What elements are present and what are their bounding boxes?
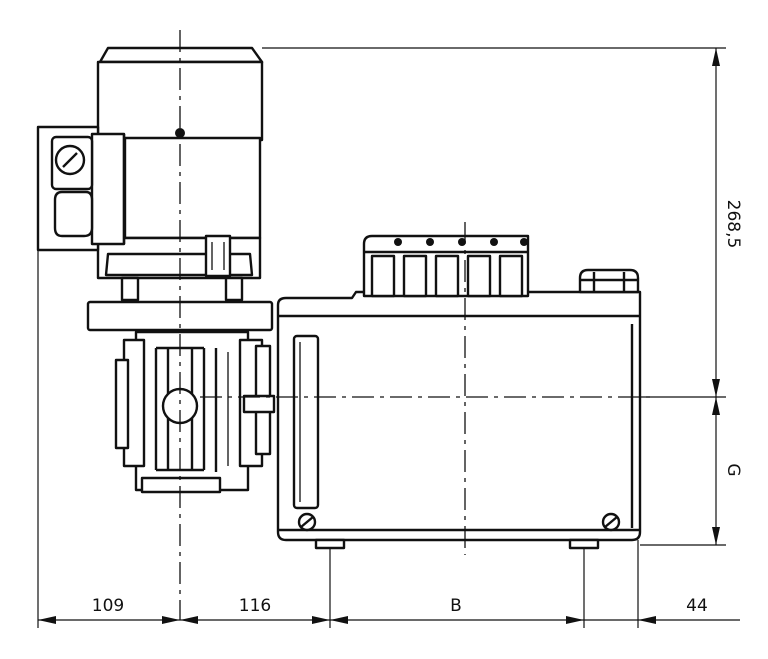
terminal-box [36, 125, 126, 252]
dimension-label-109: 109 [92, 596, 124, 616]
dimension-lines [37, 47, 740, 628]
filler-cap [578, 268, 640, 294]
gearbox [114, 330, 276, 494]
dimension-label-height: 268,5 [723, 200, 743, 249]
dimension-label-b: B [450, 596, 462, 616]
valve-block [362, 234, 530, 298]
dimension-label-116: 116 [239, 596, 271, 616]
pump-body [276, 290, 642, 550]
centre-lines [179, 30, 652, 620]
dimension-label-g: G [723, 463, 743, 476]
dimension-label-44: 44 [686, 596, 708, 616]
